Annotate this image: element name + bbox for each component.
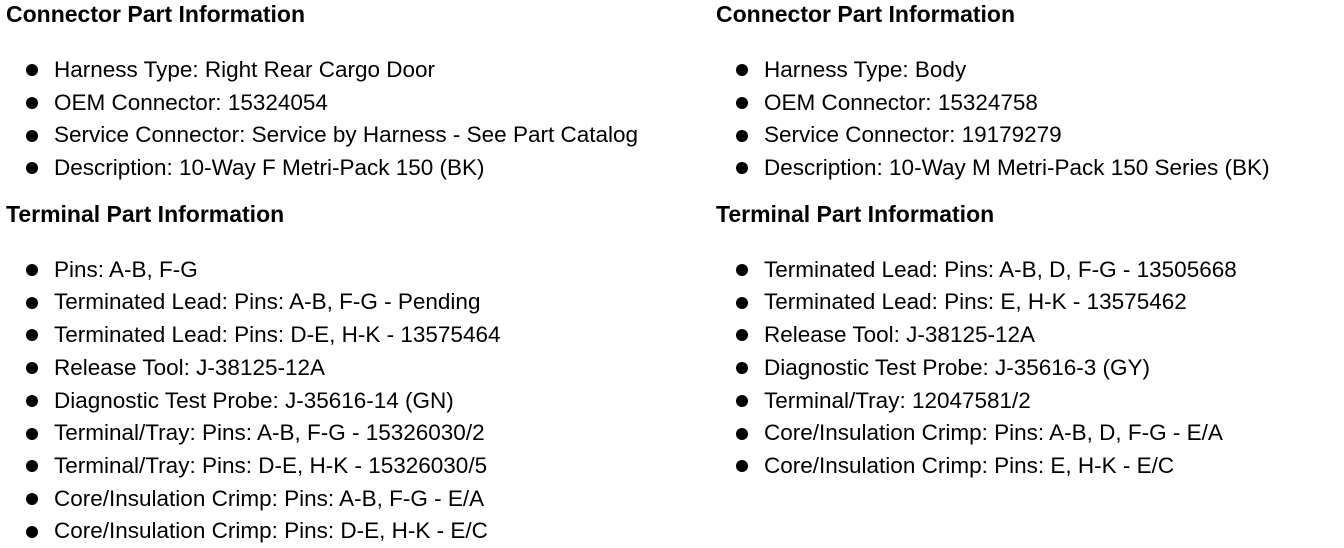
list-item-text: Terminal/Tray: Pins: A-B, F-G - 15326030… xyxy=(54,420,485,446)
list-item-text: Diagnostic Test Probe: J-35616-3 (GY) xyxy=(764,354,1151,380)
bullet-icon xyxy=(736,162,748,175)
bullet-icon xyxy=(736,64,748,77)
list-item: Harness Type: Right Rear Cargo Door xyxy=(6,54,706,87)
list-item-text: Service Connector: 19179279 xyxy=(764,122,1062,148)
bullet-icon xyxy=(26,492,38,505)
bullet-icon xyxy=(26,162,38,175)
list-item: OEM Connector: 15324758 xyxy=(716,87,1342,120)
left-connector-heading: Connector Part Information xyxy=(6,1,306,27)
list-item-text: OEM Connector: 15324758 xyxy=(764,89,1038,115)
right-terminal-list: Terminated Lead: Pins: A-B, D, F-G - 135… xyxy=(716,254,1342,483)
list-item-text: Release Tool: J-38125-12A xyxy=(54,354,326,380)
list-item-text: Description: 10-Way F Metri-Pack 150 (BK… xyxy=(54,155,485,181)
list-item-text: Release Tool: J-38125-12A xyxy=(764,322,1036,348)
list-item-text: Terminated Lead: Pins: A-B, D, F-G - 135… xyxy=(764,256,1237,282)
list-item: Diagnostic Test Probe: J-35616-14 (GN) xyxy=(6,385,706,418)
bullet-icon xyxy=(26,64,38,77)
list-item-text: Diagnostic Test Probe: J-35616-14 (GN) xyxy=(54,387,454,413)
bullet-icon xyxy=(26,129,38,142)
list-item: Core/Insulation Crimp: Pins: A-B, D, F-G… xyxy=(716,417,1342,450)
bullet-icon xyxy=(736,460,748,473)
bullet-icon xyxy=(26,264,38,277)
list-item: Release Tool: J-38125-12A xyxy=(716,319,1342,352)
bullet-icon xyxy=(736,129,748,142)
list-item-text: Harness Type: Body xyxy=(764,57,967,82)
list-item: Terminated Lead: Pins: A-B, F-G - Pendin… xyxy=(6,286,706,319)
list-item: OEM Connector: 15324054 xyxy=(6,87,706,120)
list-item-text: Core/Insulation Crimp: Pins: E, H-K - E/… xyxy=(764,452,1175,478)
bullet-icon xyxy=(26,394,38,407)
bullet-icon xyxy=(26,427,38,440)
list-item-text: Terminal/Tray: 12047581/2 xyxy=(764,387,1031,413)
bullet-icon xyxy=(26,97,38,110)
bullet-icon xyxy=(736,394,748,407)
right-connector-heading: Connector Part Information xyxy=(716,1,1016,27)
left-connector-list: Harness Type: Right Rear Cargo Door OEM … xyxy=(6,54,706,185)
right-terminal-section: Terminal Part Information Terminated Lea… xyxy=(716,200,1342,483)
left-connector-column: Connector Part Information Harness Type:… xyxy=(6,0,706,548)
list-item: Description: 10-Way M Metri-Pack 150 Ser… xyxy=(716,152,1342,185)
bullet-icon xyxy=(26,362,38,375)
bullet-icon xyxy=(736,362,748,375)
list-item: Service Connector: 19179279 xyxy=(716,119,1342,152)
list-item: Terminated Lead: Pins: E, H-K - 13575462 xyxy=(716,286,1342,319)
left-terminal-heading: Terminal Part Information xyxy=(6,200,285,227)
list-item: Terminated Lead: Pins: A-B, D, F-G - 135… xyxy=(716,254,1342,287)
list-item-text: Harness Type: Right Rear Cargo Door xyxy=(54,57,436,82)
right-connector-column: Connector Part Information Harness Type:… xyxy=(716,0,1342,483)
list-item: Core/Insulation Crimp: Pins: A-B, F-G - … xyxy=(6,483,706,516)
list-item: Description: 10-Way F Metri-Pack 150 (BK… xyxy=(6,152,706,185)
list-item-text: Terminated Lead: Pins: E, H-K - 13575462 xyxy=(764,289,1187,315)
bullet-icon xyxy=(736,329,748,342)
bullet-icon xyxy=(26,525,38,538)
list-item-text: Terminated Lead: Pins: A-B, F-G - Pendin… xyxy=(54,289,481,315)
list-item: Terminal/Tray: 12047581/2 xyxy=(716,385,1342,418)
list-item: Service Connector: Service by Harness - … xyxy=(6,119,706,152)
list-item-text: Core/Insulation Crimp: Pins: A-B, D, F-G… xyxy=(764,420,1223,446)
list-item-text: Terminal/Tray: Pins: D-E, H-K - 15326030… xyxy=(54,452,488,478)
bullet-icon xyxy=(26,460,38,473)
list-item: Harness Type: Body xyxy=(716,54,1342,87)
list-item: Core/Insulation Crimp: Pins: E, H-K - E/… xyxy=(716,450,1342,483)
list-item-text: OEM Connector: 15324054 xyxy=(54,89,328,115)
list-item-text: Terminated Lead: Pins: D-E, H-K - 135754… xyxy=(54,322,501,348)
list-item-text: Pins: A-B, F-G xyxy=(54,256,198,282)
bullet-icon xyxy=(26,329,38,342)
list-item: Terminal/Tray: Pins: D-E, H-K - 15326030… xyxy=(6,450,706,483)
list-item-text: Core/Insulation Crimp: Pins: A-B, F-G - … xyxy=(54,485,485,511)
list-item: Release Tool: J-38125-12A xyxy=(6,352,706,385)
bullet-icon xyxy=(736,427,748,440)
left-connector-section: Connector Part Information Harness Type:… xyxy=(6,0,706,185)
right-terminal-heading: Terminal Part Information xyxy=(716,200,995,227)
right-connector-list: Harness Type: Body OEM Connector: 153247… xyxy=(716,54,1342,185)
right-connector-section: Connector Part Information Harness Type:… xyxy=(716,0,1342,185)
list-item: Terminated Lead: Pins: D-E, H-K - 135754… xyxy=(6,319,706,352)
list-item: Terminal/Tray: Pins: A-B, F-G - 15326030… xyxy=(6,417,706,450)
bullet-icon xyxy=(26,296,38,309)
list-item: Diagnostic Test Probe: J-35616-3 (GY) xyxy=(716,352,1342,385)
left-terminal-section: Terminal Part Information Pins: A-B, F-G… xyxy=(6,200,706,548)
list-item: Core/Insulation Crimp: Pins: D-E, H-K - … xyxy=(6,515,706,548)
bullet-icon xyxy=(736,97,748,110)
list-item-text: Service Connector: Service by Harness - … xyxy=(54,122,639,148)
list-item-text: Core/Insulation Crimp: Pins: D-E, H-K - … xyxy=(54,518,488,544)
list-item: Pins: A-B, F-G xyxy=(6,254,706,287)
left-terminal-list: Pins: A-B, F-G Terminated Lead: Pins: A-… xyxy=(6,254,706,548)
bullet-icon xyxy=(736,296,748,309)
list-item-text: Description: 10-Way M Metri-Pack 150 Ser… xyxy=(764,155,1270,181)
bullet-icon xyxy=(736,264,748,277)
